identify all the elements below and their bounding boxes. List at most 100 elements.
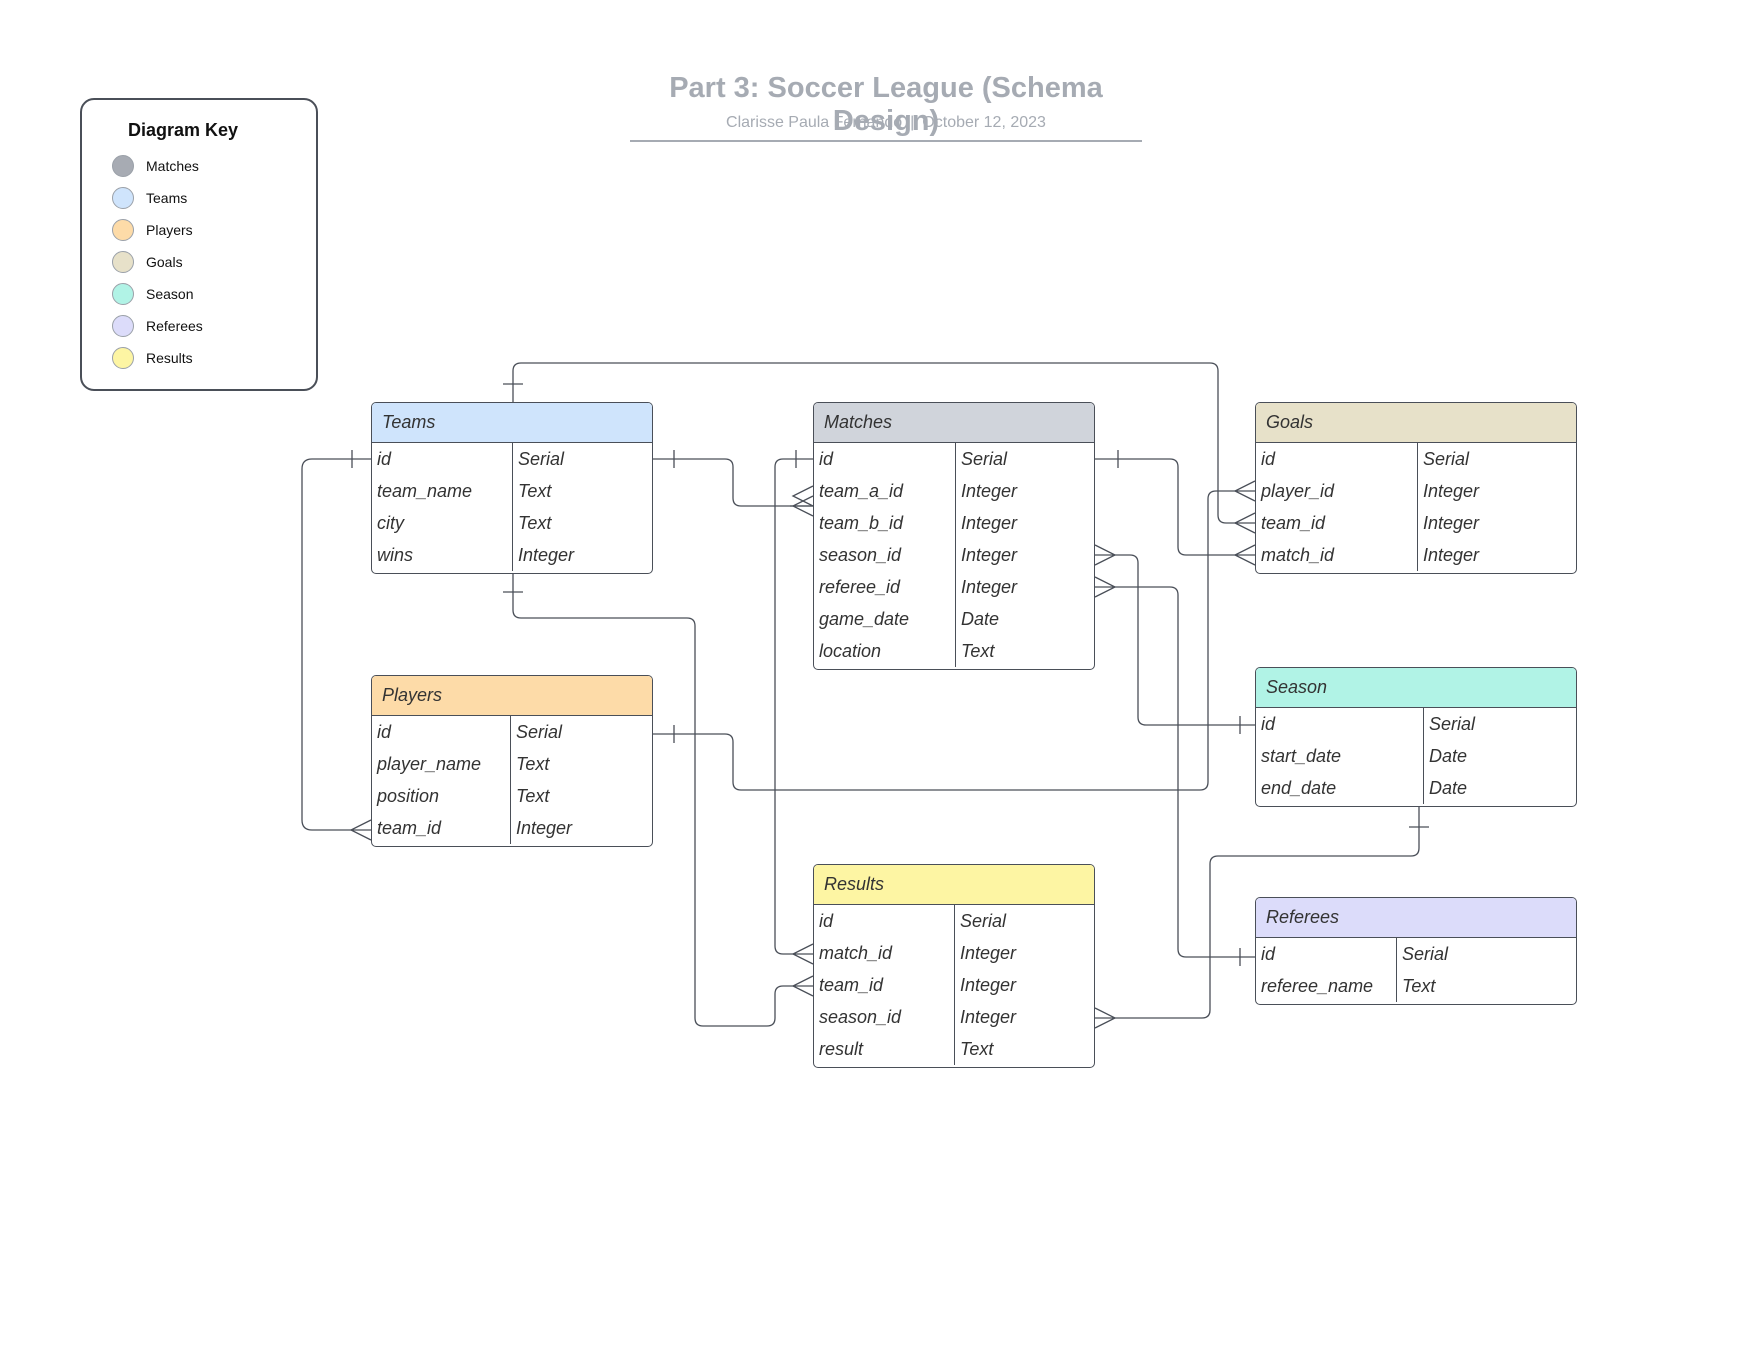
relationship-line (653, 458, 813, 507)
entity-title: Players (372, 676, 652, 716)
field-type: Serial (516, 722, 563, 742)
field-name: city (377, 513, 404, 533)
field-type: Integer (518, 545, 575, 565)
field-type: Integer (961, 577, 1018, 597)
legend-swatch (112, 187, 134, 209)
field-name: id (819, 911, 834, 931)
legend-label: Players (146, 222, 193, 238)
diagram-date: October 12, 2023 (922, 114, 1046, 131)
field-row-team-a-id: team_a_id Integer (814, 475, 1094, 507)
field-type: Text (1402, 976, 1436, 996)
field-row-player-id: player_id Integer (1256, 475, 1576, 507)
field-row-position: position Text (372, 780, 652, 812)
many-marker (791, 495, 814, 517)
field-name: season_id (819, 545, 902, 565)
legend-item-season: Season (112, 280, 193, 308)
relationship-line (512, 572, 813, 1027)
field-name: id (819, 449, 834, 469)
field-type: Date (1429, 746, 1468, 766)
entity-title: Referees (1256, 898, 1576, 938)
legend-swatch (112, 251, 134, 273)
field-type: Text (516, 786, 550, 806)
field-name: id (377, 722, 392, 742)
field-name: referee_id (819, 577, 901, 597)
relationship-line (1095, 458, 1255, 556)
field-name: team_a_id (819, 481, 904, 501)
field-name: team_id (377, 818, 442, 838)
field-row-id: id Serial (372, 716, 652, 748)
many-marker (1094, 1007, 1117, 1029)
relationship-line (653, 490, 1255, 791)
field-name: start_date (1261, 746, 1342, 766)
field-row-match-id: match_id Integer (814, 937, 1094, 969)
field-row-id: id Serial (814, 905, 1094, 937)
field-name: id (1261, 714, 1276, 734)
field-type: Integer (961, 513, 1018, 533)
field-type: Integer (960, 943, 1017, 963)
legend-label: Goals (146, 254, 183, 270)
field-name: position (377, 786, 440, 806)
legend-item-teams: Teams (112, 184, 187, 212)
relationship-line (1095, 586, 1255, 958)
field-name: match_id (1261, 545, 1335, 565)
many-marker (791, 975, 814, 997)
field-name: player_name (377, 754, 482, 774)
legend-item-players: Players (112, 216, 193, 244)
relationship-line (774, 458, 813, 955)
many-marker (1094, 544, 1117, 566)
field-name: wins (377, 545, 414, 565)
field-name: game_date (819, 609, 910, 629)
field-name: player_id (1261, 481, 1335, 501)
legend-item-matches: Matches (112, 152, 199, 180)
legend-item-referees: Referees (112, 312, 203, 340)
field-type: Integer (961, 481, 1018, 501)
relationship-line (1095, 554, 1255, 726)
field-type: Text (518, 481, 552, 501)
field-name: location (819, 641, 882, 661)
many-marker (1233, 480, 1256, 502)
many-marker (1233, 512, 1256, 534)
legend-label: Referees (146, 318, 203, 334)
entity-title: Season (1256, 668, 1576, 708)
many-marker (349, 819, 372, 841)
field-type: Date (1429, 778, 1468, 798)
legend-label: Teams (146, 190, 188, 206)
field-type: Serial (960, 911, 1007, 931)
relationship-line (1095, 807, 1420, 1019)
field-name: match_id (819, 943, 893, 963)
field-name: team_name (377, 481, 473, 501)
legend-label: Results (146, 350, 193, 366)
legend-item-results: Results (112, 344, 193, 372)
field-type: Integer (1423, 481, 1480, 501)
field-name: result (819, 1039, 864, 1059)
legend-label: Matches (146, 158, 199, 174)
field-name: id (377, 449, 392, 469)
entity-title: Goals (1256, 403, 1576, 443)
entity-title: Results (814, 865, 1094, 905)
legend-label: Season (146, 286, 194, 302)
